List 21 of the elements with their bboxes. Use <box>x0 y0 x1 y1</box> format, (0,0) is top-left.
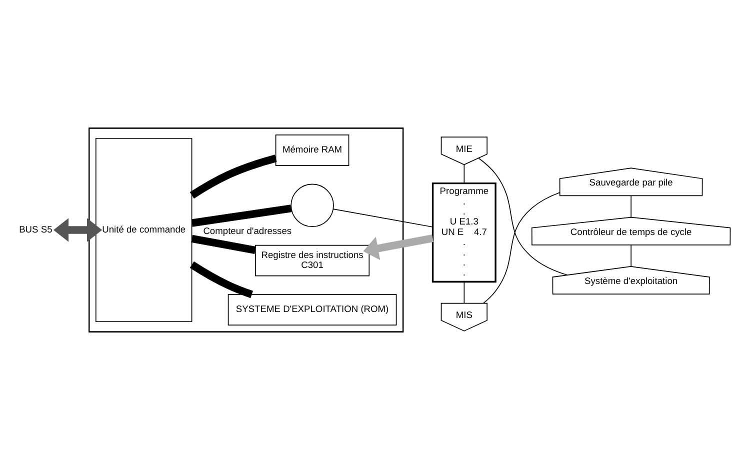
connector <box>464 164 465 184</box>
connector <box>464 281 465 304</box>
connector <box>190 154 277 199</box>
node-box: SYSTEME D'EXPLOITATION (ROM) <box>228 294 397 326</box>
arrow <box>363 234 434 260</box>
connector <box>483 192 560 304</box>
node-box: Programme . . U E1.3 UN E 4.7 . . . . <box>432 182 496 283</box>
connector <box>630 244 632 267</box>
connector <box>630 195 632 218</box>
connector <box>478 158 568 276</box>
cluster <box>88 128 404 332</box>
node-box: Mémoire RAM <box>275 134 350 166</box>
node-label: Compteur d'adresses <box>203 226 292 236</box>
node-box: Unité de commande <box>96 138 192 322</box>
node-box: Registre des instructions C301 <box>255 244 370 276</box>
node-text: BUS S5 <box>19 224 52 234</box>
connector <box>191 204 292 227</box>
arrow <box>53 218 102 242</box>
connector <box>332 208 434 228</box>
node-circle <box>290 184 334 228</box>
connector <box>191 234 256 254</box>
